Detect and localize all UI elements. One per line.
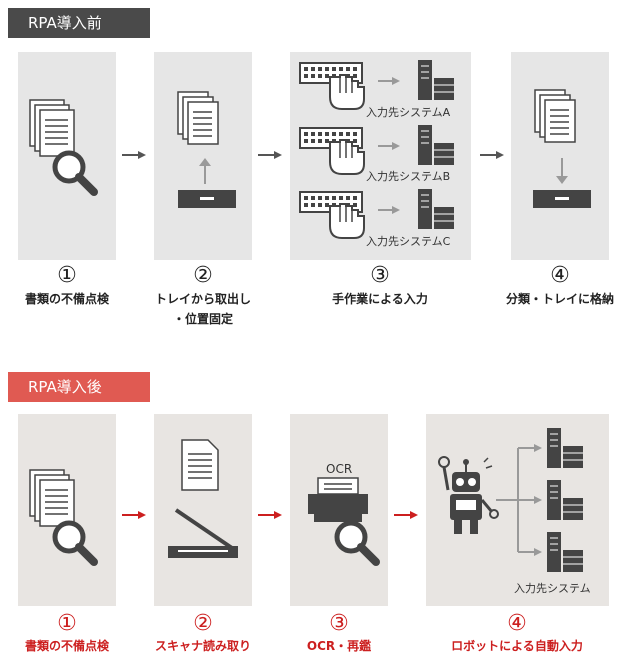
distribution-lines — [496, 444, 542, 556]
keyboard-hand-icon — [299, 127, 365, 175]
printer-icon — [308, 477, 368, 522]
step-caption: トレイから取出し — [154, 292, 251, 306]
step-caption: 書類の不備点検 — [24, 292, 109, 306]
step-number: ① — [57, 263, 77, 288]
server-icon — [418, 60, 454, 100]
before-step4-panel — [511, 52, 609, 260]
magnifier-icon — [52, 150, 98, 196]
step-caption: スキャナ読み取り — [154, 639, 251, 653]
magnifier-icon — [52, 520, 98, 566]
server-icon — [547, 532, 583, 572]
document-icon — [181, 439, 219, 491]
magnifier-icon — [334, 520, 380, 566]
document-stack-icon — [29, 99, 75, 157]
flow-arrow — [258, 151, 282, 159]
document-stack-icon — [534, 89, 576, 143]
system-label: 入力先システムB — [366, 170, 451, 183]
system-label: 入力先システム — [514, 582, 591, 595]
step-number: ① — [57, 611, 77, 636]
keyboard-hand-icon — [299, 62, 365, 110]
before-step2-panel — [154, 52, 252, 260]
step-number: ② — [193, 611, 213, 636]
system-label: 入力先システムC — [366, 235, 451, 248]
flow-arrow-red — [394, 511, 418, 519]
step-number: ④ — [507, 611, 527, 636]
step-number: ② — [193, 263, 213, 288]
server-icon — [547, 480, 583, 520]
robot-icon — [438, 456, 499, 534]
flow-arrow — [480, 151, 504, 159]
tray-icon — [178, 190, 236, 208]
keyboard-hand-icon — [299, 191, 365, 239]
step-number: ④ — [550, 263, 570, 288]
step-caption-line2: ・位置固定 — [172, 312, 233, 326]
step-caption: OCR・再鑑 — [306, 639, 372, 653]
ocr-label: OCR — [326, 462, 353, 476]
small-arrow — [378, 77, 400, 85]
flow-arrow-red — [258, 511, 282, 519]
flow-arrow — [122, 151, 146, 159]
flow-arrow-red — [122, 511, 146, 519]
server-icon — [418, 125, 454, 165]
document-stack-icon — [29, 469, 75, 527]
server-icon — [418, 189, 454, 229]
small-arrow — [378, 206, 400, 214]
step-number: ③ — [370, 263, 390, 288]
step-caption: ロボットによる自動入力 — [451, 639, 583, 653]
small-arrow — [378, 142, 400, 150]
step-caption: 分類・トレイに格納 — [505, 292, 614, 306]
document-stack-icon — [177, 91, 219, 145]
step-caption: 手作業による入力 — [332, 292, 428, 306]
down-arrow-icon — [556, 158, 568, 184]
step-caption: 書類の不備点検 — [24, 639, 109, 653]
scanner-icon — [168, 508, 238, 558]
tray-icon — [533, 190, 591, 208]
section-label-before: RPA導入前 — [8, 8, 150, 38]
step-number: ③ — [329, 611, 349, 636]
up-arrow-icon — [199, 158, 211, 184]
server-icon — [547, 428, 583, 468]
system-label: 入力先システムA — [366, 106, 451, 119]
section-label-after: RPA導入後 — [8, 372, 150, 402]
